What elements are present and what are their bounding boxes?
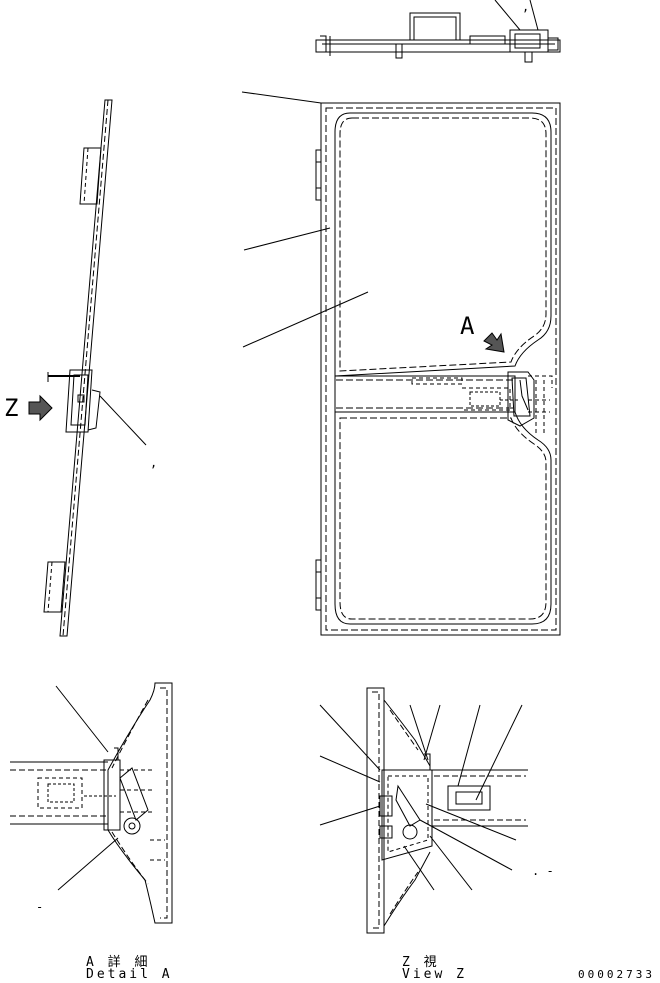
front-view xyxy=(241,91,561,636)
view-z-caption-en: View Z xyxy=(402,967,467,982)
drawing-number: 00002733 xyxy=(578,968,655,981)
tick-mark: - xyxy=(36,900,44,914)
side-view xyxy=(43,99,147,637)
view-z-view xyxy=(319,687,528,934)
arrow-z-label: Z xyxy=(4,394,19,422)
detail-a-view xyxy=(10,682,173,924)
tick-mark: , xyxy=(150,456,158,470)
view-z-caption-jp: Z 視 xyxy=(402,955,440,970)
top-view xyxy=(315,0,561,63)
tick-mark: . - xyxy=(532,864,554,878)
arrow-a-label: A xyxy=(460,312,475,340)
a-detail-arrow xyxy=(483,332,505,353)
z-view-arrow xyxy=(28,394,53,422)
detail-a-caption-en: Detail A xyxy=(86,967,173,982)
detail-a-caption-jp: A 詳 細 xyxy=(86,955,151,970)
tick-mark: , xyxy=(522,0,530,14)
